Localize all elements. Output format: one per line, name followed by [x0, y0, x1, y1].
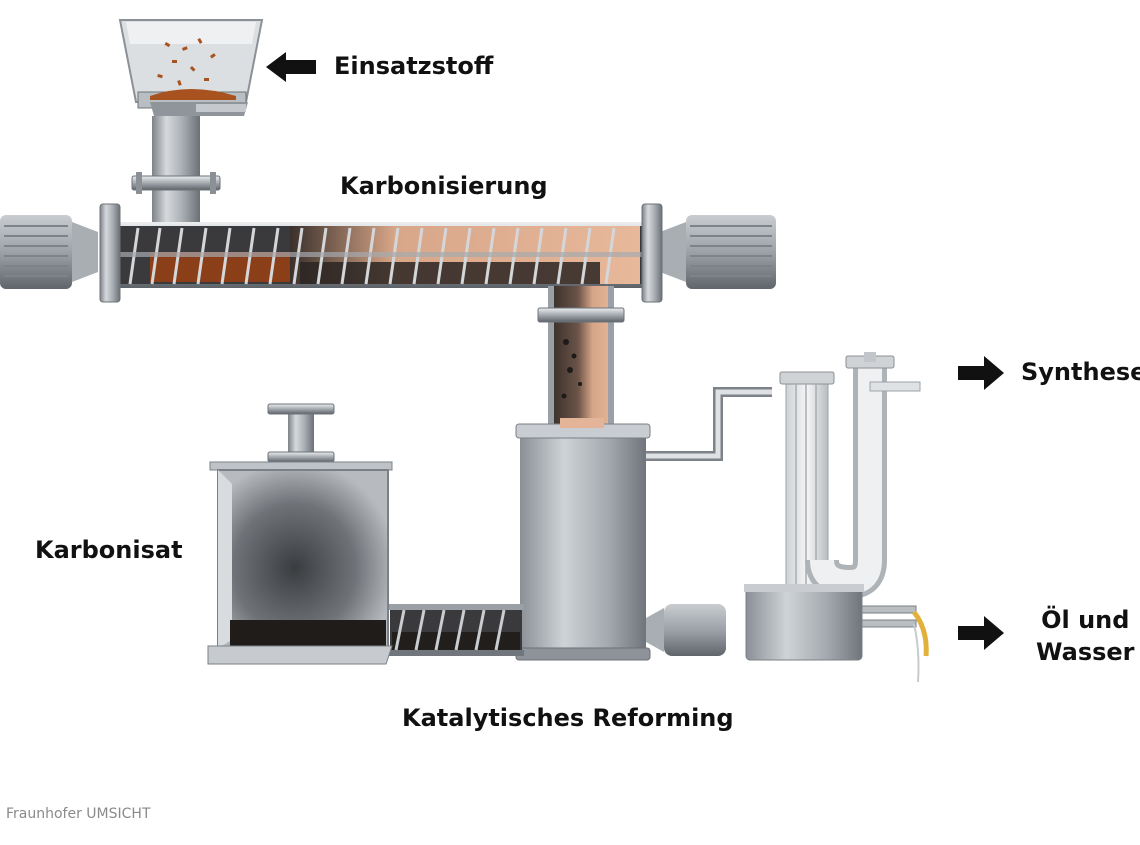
- reformer-vessel: [515, 418, 726, 661]
- oil-water-label: Öl und Wasser: [1036, 604, 1135, 669]
- left-motor: [0, 215, 98, 289]
- feed-arrow: [266, 52, 316, 82]
- right-motor: [660, 215, 776, 289]
- carbonization-label: Karbonisierung: [340, 172, 548, 200]
- oil-water-line-1: Öl und: [1041, 606, 1130, 634]
- char-conveyor: [386, 604, 524, 656]
- carbonization-screw: [0, 203, 776, 303]
- synthesis-arrow: [958, 356, 1004, 390]
- feed-particles: [150, 37, 236, 100]
- credit-text: Fraunhofer UMSICHT: [6, 806, 151, 822]
- feedstock-label: Einsatzstoff: [334, 52, 494, 80]
- carbonizate-label: Karbonisat: [35, 536, 183, 564]
- synthesis-label: Synthese: [1021, 358, 1140, 386]
- oil-water-line-2: Wasser: [1036, 638, 1135, 667]
- condenser: [646, 352, 929, 683]
- gas-riser: [537, 286, 625, 436]
- feed-hopper: [118, 19, 264, 228]
- reforming-label: Katalytisches Reforming: [402, 704, 734, 732]
- oil-water-arrow: [958, 616, 1004, 650]
- char-bin: [207, 403, 393, 665]
